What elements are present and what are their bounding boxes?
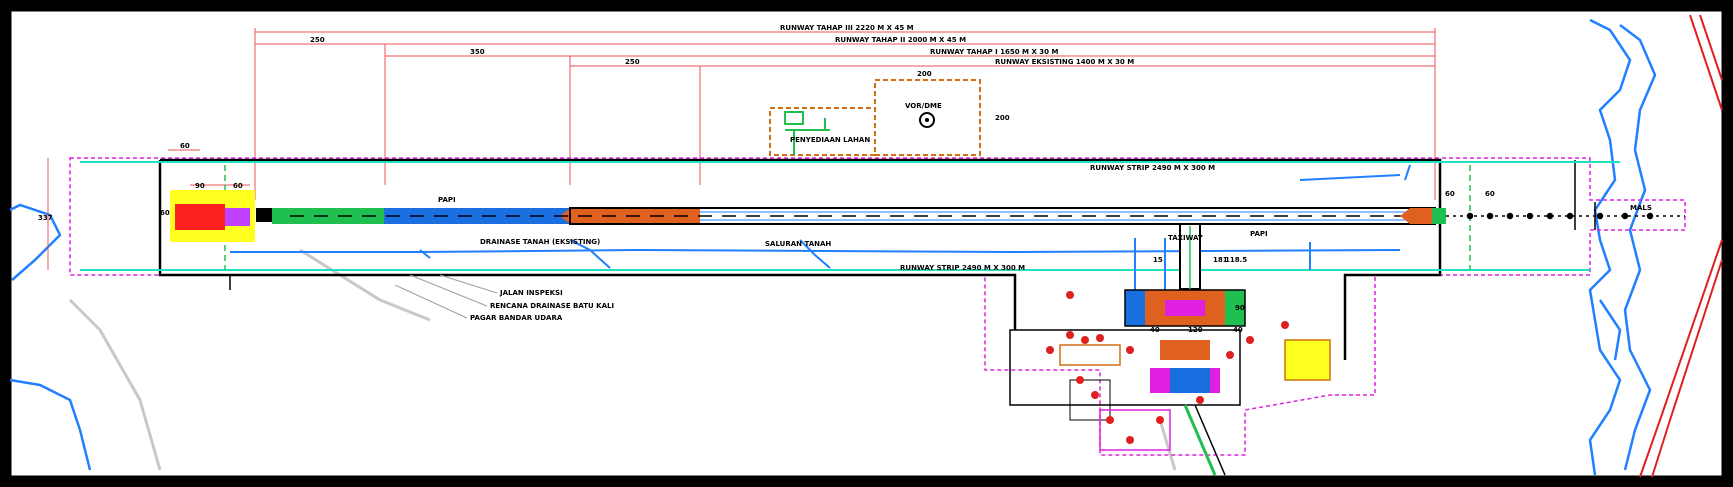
dim-200: 200 xyxy=(917,70,932,78)
mals-label: MALS xyxy=(1630,204,1652,212)
dim-250b: 250 xyxy=(625,58,640,66)
red-boundary-road xyxy=(1639,14,1723,478)
rencana-drainase-label: RENCANA DRAINASE BATU KALI xyxy=(490,302,614,310)
dim-181: 181 xyxy=(1213,256,1228,264)
runway-main xyxy=(290,207,1446,225)
runway-stage1-label: RUNWAY TAHAP I 1650 M X 30 M xyxy=(930,48,1058,56)
dim-60-right-b: 60 xyxy=(1485,190,1495,198)
drainage-lines xyxy=(230,164,1411,270)
airport-fence xyxy=(69,157,1686,456)
label-leaders xyxy=(394,274,498,319)
threshold-block xyxy=(256,208,272,222)
map-labels: VOR/DME PENYEDIAAN LAHAN RUNWAY STRIP 24… xyxy=(438,102,1652,322)
runway-strip-top-label: RUNWAY STRIP 2490 M X 300 M xyxy=(1090,164,1215,172)
runway-existing-blue xyxy=(384,208,570,224)
vor-dme-label: VOR/DME xyxy=(905,102,942,110)
papi-right-label: PAPI xyxy=(1250,230,1268,238)
dim-120: 120 xyxy=(1188,326,1203,334)
dim-200v: 200 xyxy=(995,114,1010,122)
drawing-sheet xyxy=(8,8,1725,479)
vor-dme-icon xyxy=(919,112,935,128)
dim-40b: 40 xyxy=(1233,326,1243,334)
papi-left-label: PAPI xyxy=(438,196,456,204)
dim-60-right-a: 60 xyxy=(1445,190,1455,198)
taxiway-label: TAXIWAY xyxy=(1168,234,1204,242)
dim-60-left: 60 xyxy=(233,182,243,190)
dimension-lines xyxy=(47,28,1436,270)
river-lines xyxy=(9,18,1657,476)
mals-approach-lights xyxy=(1446,202,1685,230)
inspection-road xyxy=(80,161,1620,271)
dim-337: 337 xyxy=(38,214,53,222)
dim-118: 118.5 xyxy=(1225,256,1247,264)
taxiway xyxy=(1134,223,1201,295)
penyediaan-lahan-label: PENYEDIAAN LAHAN xyxy=(790,136,870,144)
saluran-tanah-label: SALURAN TANAH xyxy=(765,240,831,248)
resa-red-pad xyxy=(175,204,225,230)
jalan-inspeksi-label: JALAN INSPEKSI xyxy=(499,289,563,297)
dim-15: 15 xyxy=(1153,256,1163,264)
dim-350: 350 xyxy=(470,48,485,56)
green-structure xyxy=(784,111,830,155)
runway-stage2-label: RUNWAY TAHAP II 2000 M X 45 M xyxy=(835,36,966,44)
pagar-bandar-label: PAGAR BANDAR UDARA xyxy=(470,314,563,322)
runway-strip xyxy=(158,158,1576,360)
drainase-tanah-label: DRAINASE TANAH (EKSISTING) xyxy=(480,238,600,246)
runway-strip-bottom-label: RUNWAY STRIP 2490 M X 300 M xyxy=(900,264,1025,272)
terrain-lines xyxy=(68,248,1177,471)
dim-40a: 40 xyxy=(1150,326,1160,334)
dim-90: 90 xyxy=(195,182,205,190)
dim-250a: 250 xyxy=(310,36,325,44)
resa-violet-pad xyxy=(225,208,250,226)
dim-90-apron: 90 xyxy=(1235,304,1245,312)
runway-stage3-label: RUNWAY TAHAP III 2220 M X 45 M xyxy=(780,24,914,32)
dim-60-left-side: 60 xyxy=(160,209,170,217)
terminal-area xyxy=(1009,291,1331,476)
apron xyxy=(1124,289,1246,327)
dimension-text: RUNWAY TAHAP III 2220 M X 45 M RUNWAY TA… xyxy=(38,24,1495,334)
penyediaan-lahan-area xyxy=(769,107,876,156)
runway-existing-label: RUNWAY EKSISTING 1400 M X 30 M xyxy=(995,58,1134,66)
vor-dme-center xyxy=(925,118,929,122)
dim-60-left-top: 60 xyxy=(180,142,190,150)
